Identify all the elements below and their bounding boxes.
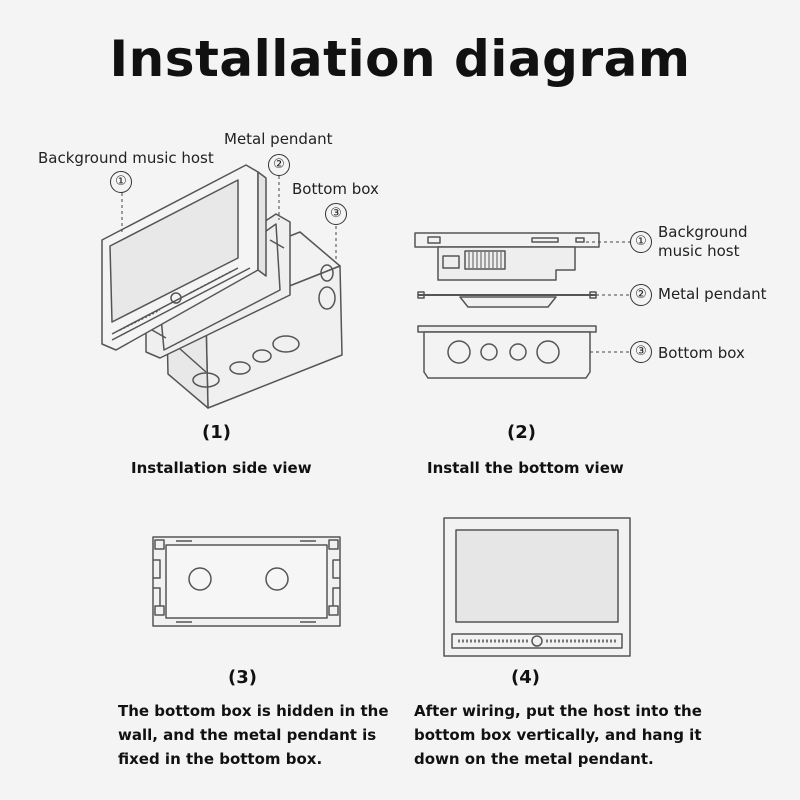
box-front-drawing	[152, 536, 341, 627]
step-4-line-1: After wiring, put the host into the	[414, 702, 702, 720]
side-view-host	[101, 164, 267, 351]
bottom-view-label-host-line1: Background	[658, 223, 748, 241]
label-metal-pendant: Metal pendant	[224, 130, 333, 148]
step-number-1: (1)	[202, 422, 231, 443]
marker-3-bottom-view: ③	[630, 341, 652, 363]
step-description-4: After wiring, put the host into the bott…	[414, 699, 702, 771]
bottom-view-label-pendant: Metal pendant	[658, 285, 767, 303]
step-number-4: (4)	[511, 667, 540, 688]
step-3-line-2: wall, and the metal pendant is	[118, 726, 377, 744]
bottom-view-bottom-box	[417, 325, 597, 379]
bottom-view-host	[414, 232, 600, 281]
step-3-line-3: fixed in the bottom box.	[118, 750, 323, 768]
marker-2-bottom-view: ②	[630, 284, 652, 306]
bottom-view-label-box: Bottom box	[658, 344, 745, 362]
bottom-view-drawing	[414, 232, 630, 379]
bottom-view-label-host: Background music host	[658, 223, 748, 261]
step-caption-2: Install the bottom view	[427, 459, 624, 477]
marker-2-side-view: ②	[268, 154, 290, 176]
label-bottom-box: Bottom box	[292, 180, 379, 198]
step-4-line-2: bottom box vertically, and hang it	[414, 726, 702, 744]
step-description-3: The bottom box is hidden in the wall, an…	[118, 699, 389, 771]
side-view-drawing	[101, 164, 343, 409]
label-background-music-host: Background music host	[38, 149, 214, 167]
host-front-drawing	[443, 517, 631, 657]
bottom-view-metal-pendant	[417, 291, 597, 308]
marker-1-side-view: ①	[110, 171, 132, 193]
page-title: Installation diagram	[109, 30, 691, 88]
bottom-view-label-host-line2: music host	[658, 242, 740, 260]
step-caption-1: Installation side view	[131, 459, 312, 477]
step-number-3: (3)	[228, 667, 257, 688]
marker-3-side-view: ③	[325, 203, 347, 225]
step-number-2: (2)	[507, 422, 536, 443]
marker-1-bottom-view: ①	[630, 231, 652, 253]
step-4-line-3: down on the metal pendant.	[414, 750, 654, 768]
step-3-line-1: The bottom box is hidden in the	[118, 702, 389, 720]
